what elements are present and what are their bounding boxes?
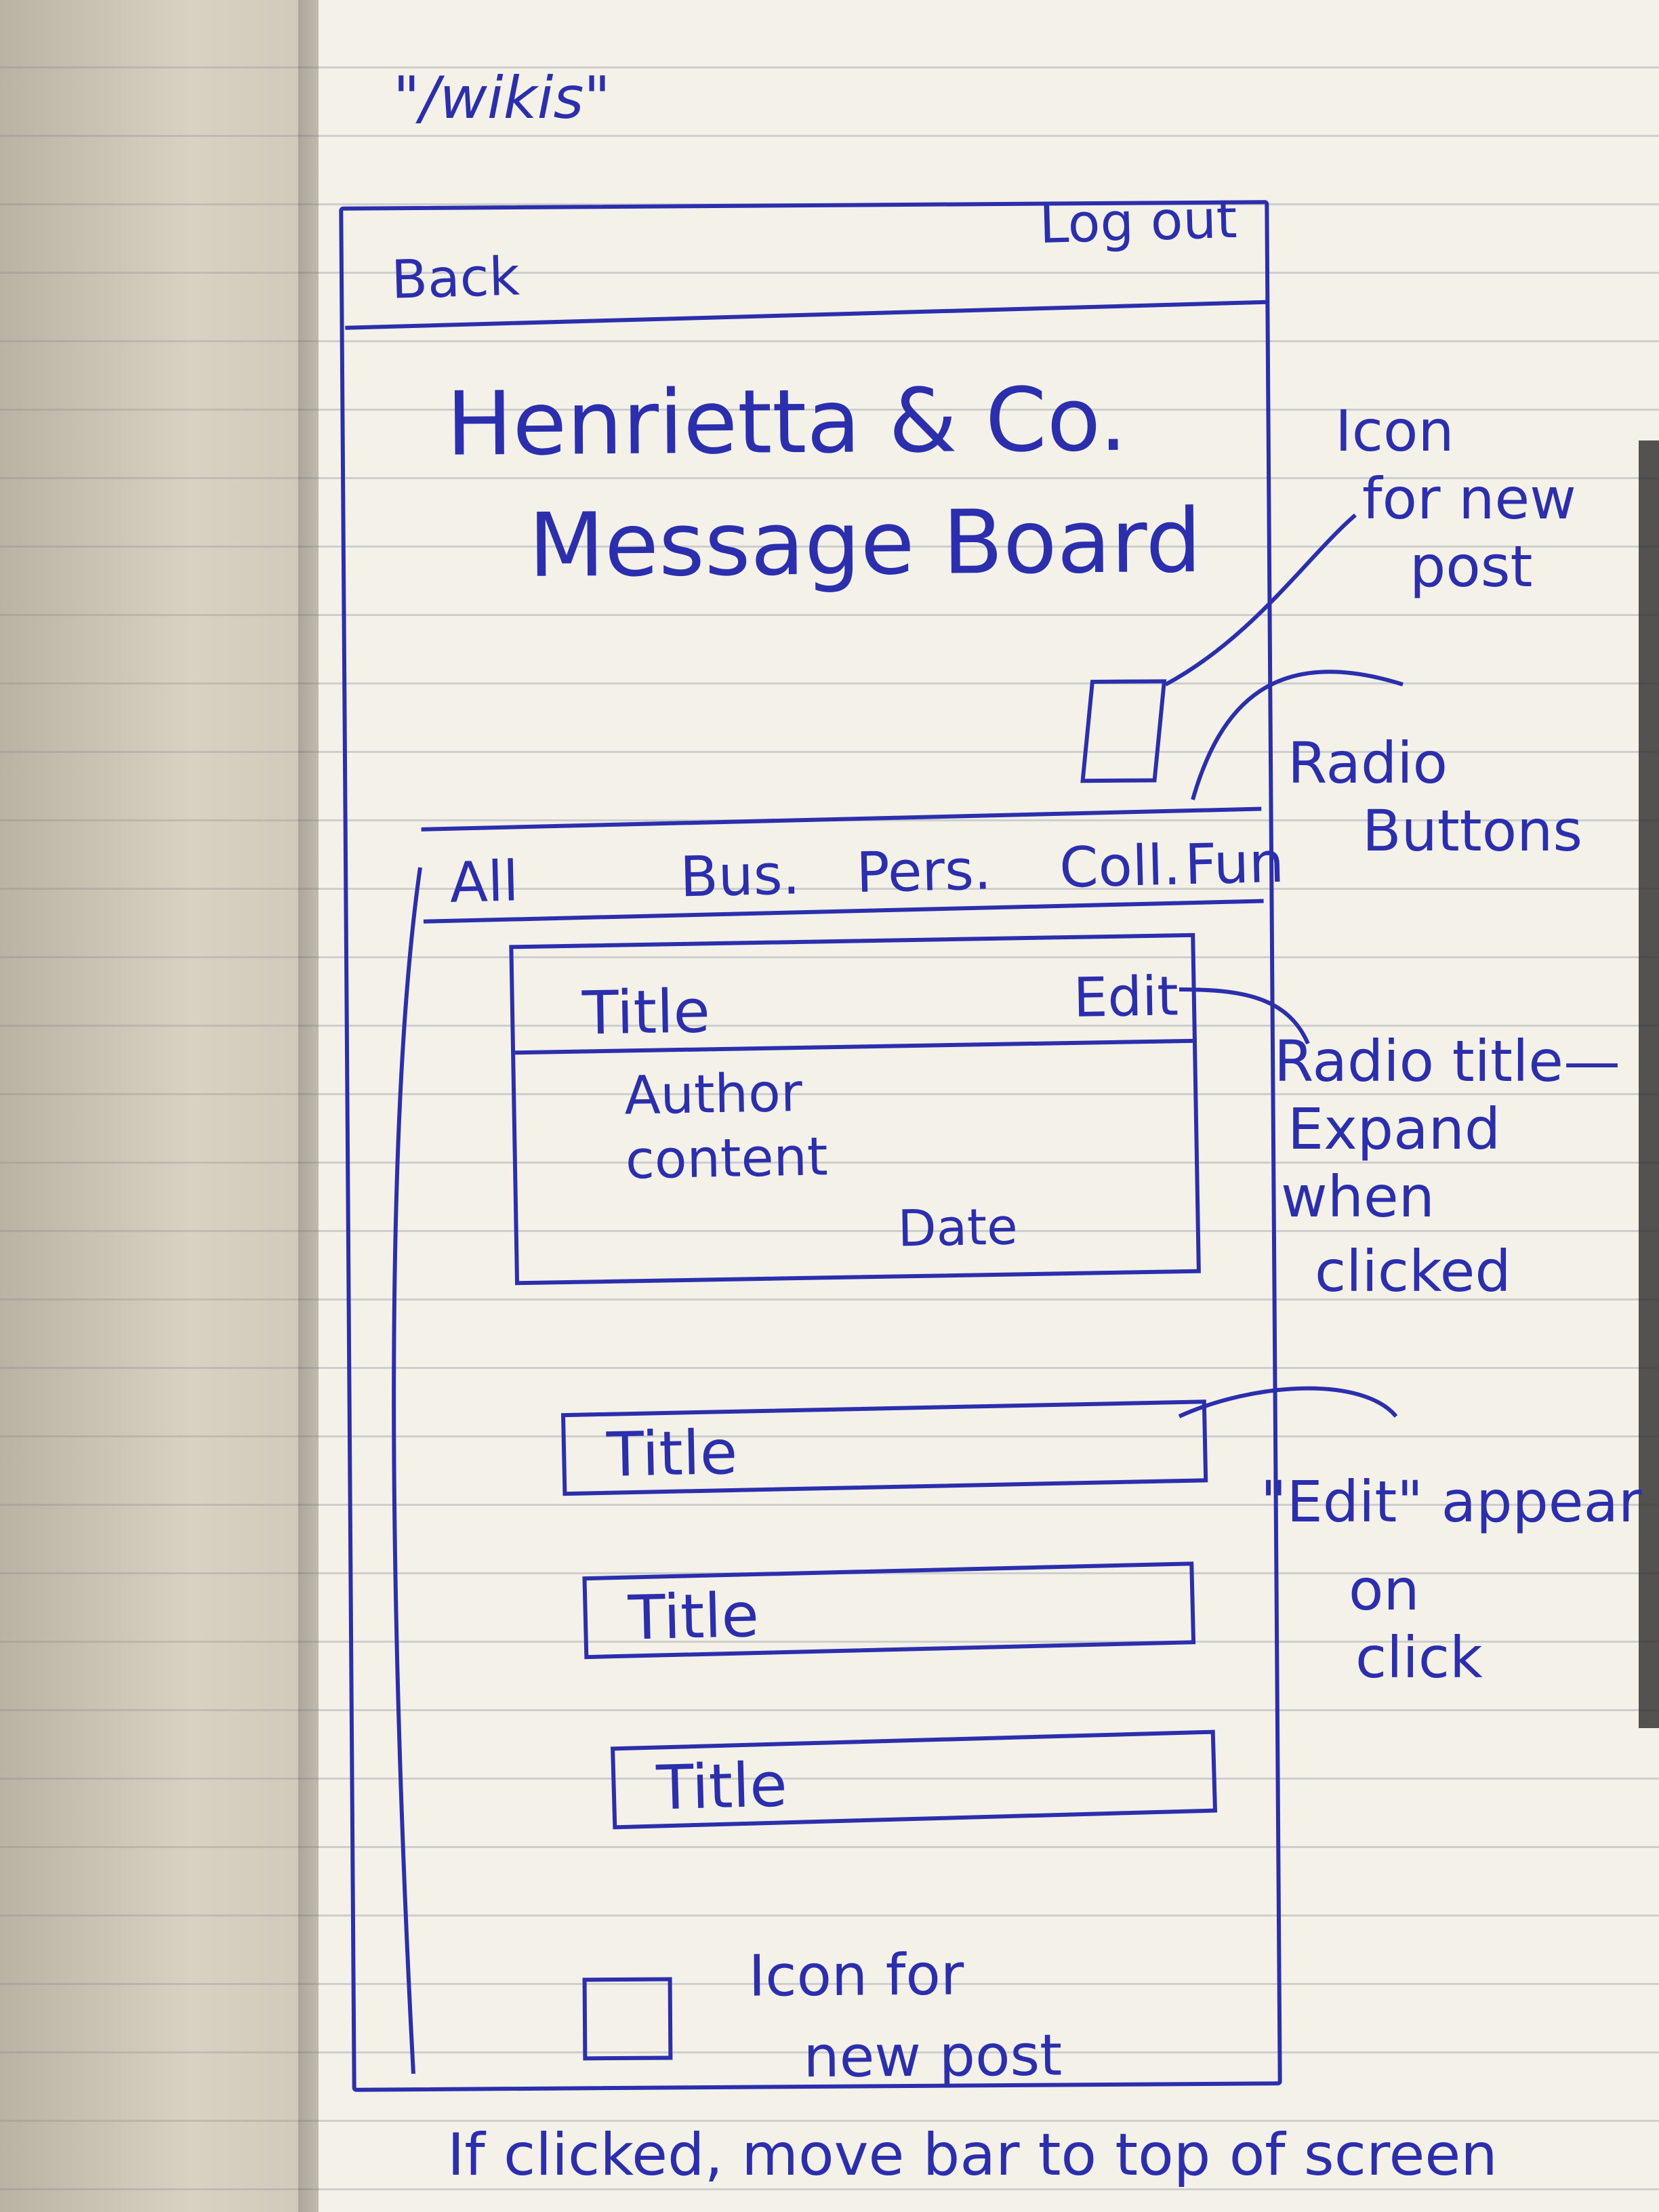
annotation-radio-line1: Radio xyxy=(1288,730,1448,796)
left-notebook-page xyxy=(0,0,319,2212)
right-notebook-page xyxy=(319,0,1659,2212)
footer-note: If clicked, move bar to top of screen xyxy=(447,2121,1498,2189)
annotation-icon-line2: for new xyxy=(1362,466,1576,532)
annotation-radio-title-line2: Expand xyxy=(1288,1096,1501,1162)
annotation-radio-title-line4: clicked xyxy=(1315,1238,1511,1305)
annotation-edit-line2: on xyxy=(1349,1557,1420,1623)
annotation-icon-line3: post xyxy=(1410,533,1533,600)
page-edge-shadow xyxy=(1639,441,1659,1728)
annotation-edit-line3: click xyxy=(1355,1624,1483,1691)
annotation-radio-title-line1: Radio title— xyxy=(1274,1028,1620,1094)
annotation-radio-title-line3: when xyxy=(1281,1164,1435,1230)
route-label: "/wikis" xyxy=(393,64,611,132)
annotation-radio-line2: Buttons xyxy=(1362,798,1583,864)
annotation-icon-line1: Icon xyxy=(1335,398,1454,464)
annotation-edit-line1: "Edit" appear xyxy=(1261,1469,1642,1535)
